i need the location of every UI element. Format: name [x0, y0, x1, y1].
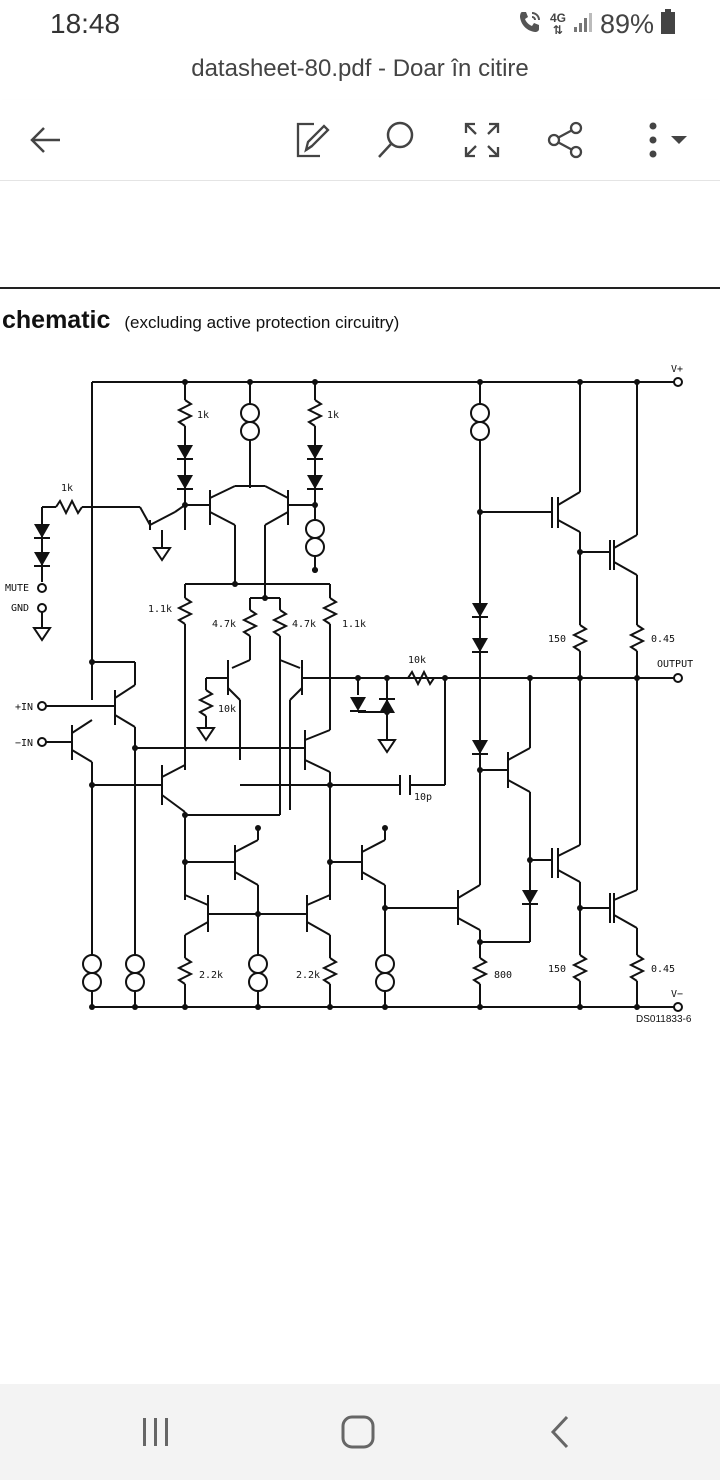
- label-r-4-7k-a: 4.7k: [212, 619, 236, 630]
- home-button[interactable]: [318, 1402, 398, 1462]
- status-time: 18:48: [50, 8, 121, 39]
- label-r-1k-b: 1k: [327, 410, 339, 421]
- home-icon: [341, 1415, 375, 1449]
- schematic-heading: chematic (excluding active protection cir…: [2, 306, 399, 335]
- document-title: datasheet-80.pdf - Doar în citire: [191, 55, 529, 82]
- system-back-button[interactable]: [520, 1402, 600, 1462]
- signal-icon: [572, 11, 594, 38]
- label-mute: MUTE: [5, 583, 29, 594]
- label-r-1k-mute: 1k: [61, 483, 73, 494]
- schematic-title: chematic: [2, 306, 111, 334]
- back-icon: [550, 1415, 569, 1449]
- recent-apps-icon: [143, 1418, 168, 1446]
- call-icon: [516, 8, 544, 41]
- label-minus-in: −IN: [15, 738, 33, 749]
- label-r-10k-feedback: 10k: [408, 655, 426, 666]
- search-button[interactable]: [364, 108, 428, 172]
- label-v-minus: V−: [671, 989, 683, 1000]
- label-v-plus: V+: [671, 364, 683, 375]
- schematic-diagram: V+ V− MUTE GND +IN −IN OUTPUT 1k 1k 1k 1…: [5, 364, 693, 1012]
- label-r-800: 800: [494, 970, 512, 981]
- label-r-1k-a: 1k: [197, 410, 209, 421]
- label-c-10p: 10p: [414, 792, 432, 803]
- dropdown-icon: [671, 136, 687, 144]
- label-r-150-a: 150: [548, 634, 566, 645]
- more-options-button[interactable]: [624, 108, 708, 172]
- schematic-subtitle: (excluding active protection circuitry): [124, 313, 400, 332]
- battery-percent: 89%: [599, 8, 654, 39]
- edit-button[interactable]: [280, 108, 344, 172]
- fullscreen-icon: [464, 122, 500, 158]
- recent-apps-button[interactable]: [116, 1402, 196, 1462]
- back-button[interactable]: [14, 108, 78, 172]
- search-icon: [378, 121, 414, 158]
- label-r-10k-shunt: 10k: [218, 704, 236, 715]
- fullscreen-button[interactable]: [450, 108, 514, 172]
- battery-icon: [660, 8, 676, 40]
- document-view[interactable]: chematic (excluding active protection cir…: [0, 181, 720, 1384]
- label-r-2-2k-b: 2.2k: [296, 970, 320, 981]
- network-label: 4G: [549, 11, 566, 25]
- figure-code: DS011833-6: [636, 1014, 692, 1025]
- label-r-1-1k-a: 1.1k: [148, 604, 172, 615]
- share-button[interactable]: [534, 108, 598, 172]
- label-output: OUTPUT: [657, 659, 693, 670]
- label-plus-in: +IN: [15, 702, 33, 713]
- label-r-150-b: 150: [548, 964, 566, 975]
- label-r-2-2k-a: 2.2k: [199, 970, 223, 981]
- network-4g-icon: 4G⇅: [549, 11, 566, 37]
- share-icon: [547, 121, 583, 159]
- page-rule: [0, 287, 720, 289]
- navigation-bar: [0, 1384, 720, 1480]
- toolbar: [0, 100, 720, 181]
- label-gnd: GND: [11, 603, 29, 614]
- label-r-4-7k-b: 4.7k: [292, 619, 316, 630]
- label-r-0-45-b: 0.45: [651, 964, 675, 975]
- label-r-1-1k-b: 1.1k: [342, 619, 366, 630]
- edit-icon: [296, 122, 330, 158]
- back-arrow-icon: [30, 127, 60, 153]
- more-icon: [649, 122, 657, 158]
- document-title-bar: datasheet-80.pdf - Doar în citire: [0, 50, 720, 90]
- status-bar: 18:48 4G⇅ 89%: [0, 0, 720, 48]
- label-r-0-45-a: 0.45: [651, 634, 675, 645]
- status-icons: 4G⇅ 89%: [516, 8, 676, 40]
